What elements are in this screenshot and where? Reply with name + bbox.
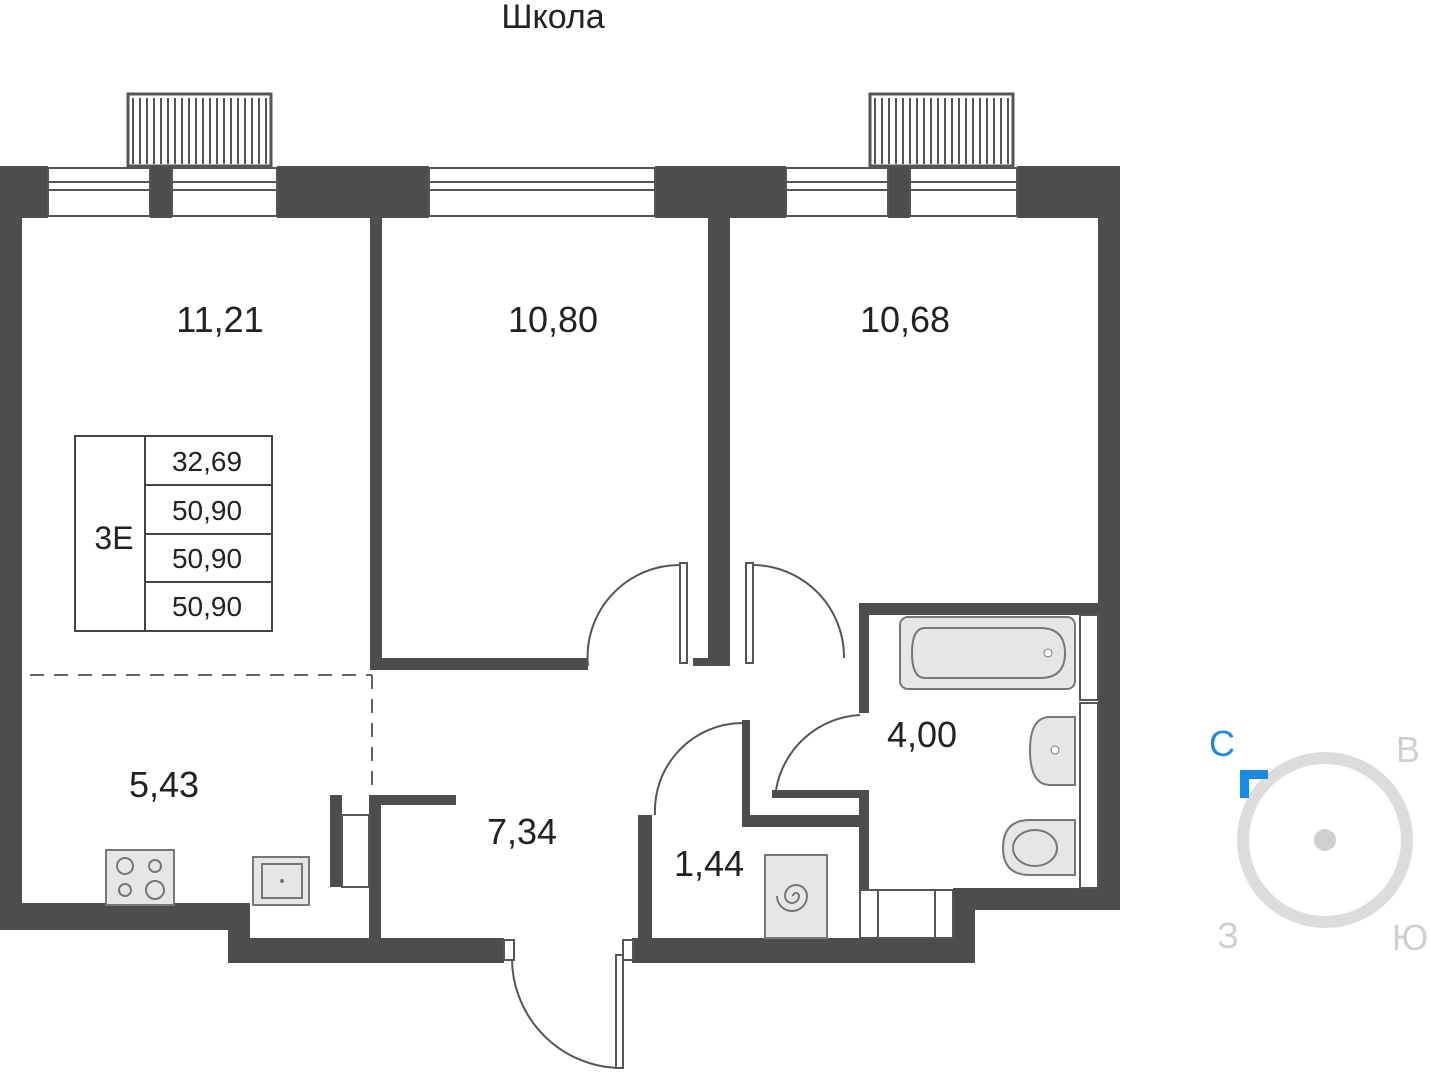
- room-area-2: 10,80: [508, 299, 598, 340]
- area-total-2: 50,90: [172, 543, 242, 574]
- hall-area: 7,34: [487, 811, 557, 852]
- windows: [47, 167, 1099, 939]
- apartment-code: 3E: [94, 520, 133, 556]
- bathroom-area: 4,00: [887, 714, 957, 755]
- compass-west-label: З: [1217, 915, 1239, 956]
- room-area-1: 11,21: [176, 299, 263, 340]
- compass-south-label: Ю: [1392, 917, 1428, 958]
- washing-machine: [764, 854, 828, 939]
- toilet: [1001, 819, 1076, 876]
- doors: [503, 562, 861, 1069]
- compass-north-label: С: [1209, 723, 1235, 764]
- sink: [1028, 716, 1076, 786]
- area-total-3: 50,90: [172, 591, 242, 622]
- kitchen-zone-divider: [30, 674, 373, 795]
- walls: [0, 166, 1120, 963]
- storage-area: 1,44: [674, 843, 744, 884]
- compass: С В З Ю: [1209, 723, 1428, 958]
- room-area-3: 10,68: [860, 299, 950, 340]
- balcony-left: [126, 92, 273, 168]
- bathtub: [899, 616, 1076, 690]
- balcony-right: [868, 92, 1015, 168]
- area-living: 32,69: [172, 446, 242, 477]
- kitchen-area: 5,43: [129, 764, 199, 805]
- compass-east-label: В: [1396, 729, 1420, 770]
- kitchen-sink: [252, 856, 310, 906]
- area-total-1: 50,90: [172, 495, 242, 526]
- landmark-label: Школа: [501, 0, 604, 36]
- stove: [105, 849, 175, 906]
- apartment-info-table: 3E 32,69 50,90 50,90 50,90: [74, 435, 273, 632]
